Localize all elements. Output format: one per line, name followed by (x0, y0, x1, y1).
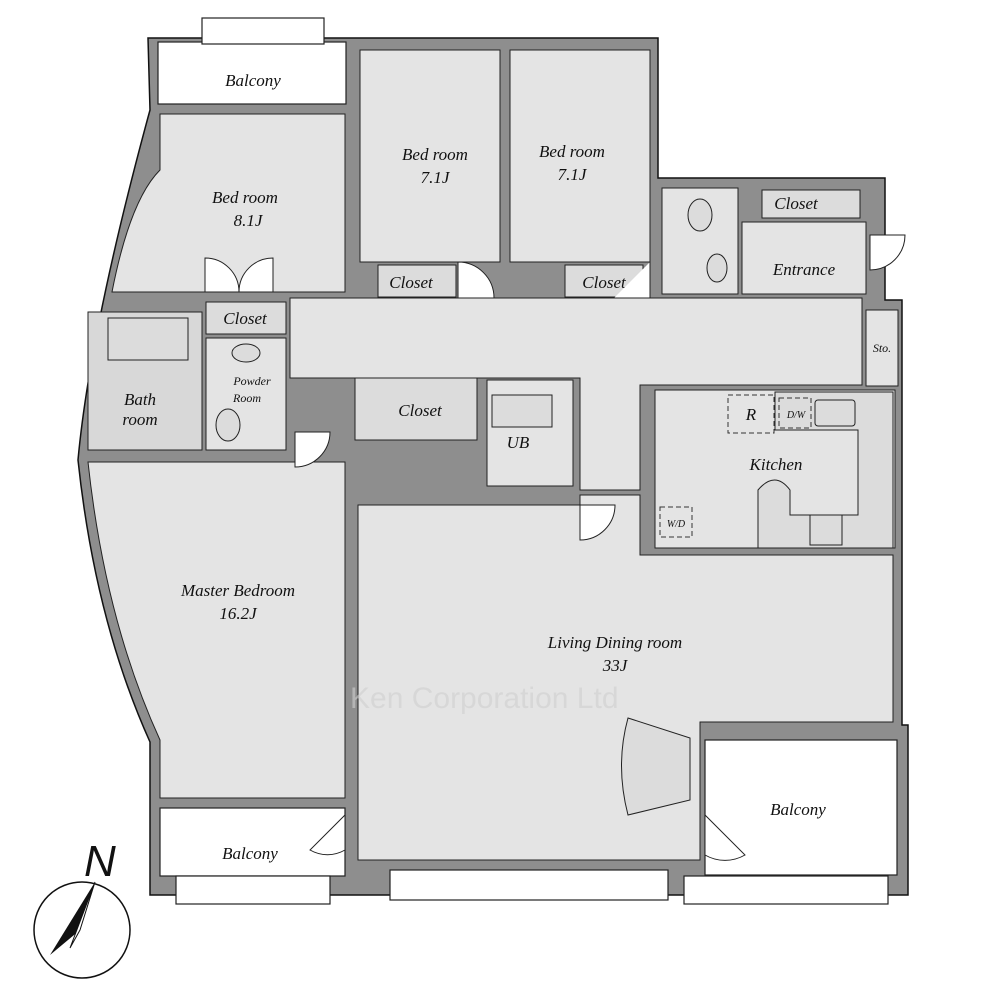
powder-toilet (215, 408, 241, 442)
closet-entrance (761, 189, 861, 219)
door-bedroom-c[interactable] (614, 262, 651, 299)
closet-mid-label: Closet (398, 401, 443, 420)
door-living[interactable] (579, 504, 616, 541)
bedroom-a-size: 8.1J (234, 211, 264, 230)
north-arrow-icon (50, 882, 95, 955)
fireplace (621, 717, 691, 816)
ub-tub (491, 394, 553, 428)
door-bedroom-b[interactable] (457, 261, 495, 299)
entrance-label: Entrance (772, 260, 836, 279)
entrance (741, 221, 867, 295)
bathtub (107, 317, 189, 361)
storage-label: Sto. (873, 341, 891, 355)
washer-dryer-label: W/D (667, 519, 686, 530)
closet-b-label: Closet (389, 273, 434, 292)
compass-north-label: N (84, 837, 116, 886)
master-bedroom-name: Master Bedroom (180, 581, 295, 600)
living-dining-room (357, 494, 894, 861)
closet-b (377, 264, 457, 298)
door-balcony-left[interactable] (309, 813, 346, 856)
living-dining-size: 33J (602, 656, 629, 675)
closet-a-label: Closet (223, 309, 268, 328)
stove (809, 514, 843, 546)
dishwasher-label: D/W (786, 410, 807, 421)
unit-bath-label: UB (507, 433, 530, 452)
balcony-bottom-right-label: Balcony (770, 800, 826, 819)
master-bedroom (87, 461, 346, 799)
bathroom-label-2: room (122, 410, 157, 429)
compass: N (33, 837, 131, 979)
closet-mid (354, 377, 478, 441)
kitchen-label: Kitchen (749, 455, 803, 474)
balcony-top-label: Balcony (225, 71, 281, 90)
balcony-top (157, 41, 347, 105)
living-window-railing (389, 869, 669, 901)
closet-entrance-label: Closet (774, 194, 819, 213)
washer-dryer (659, 506, 693, 538)
living-dining-name: Living Dining room (547, 633, 682, 652)
storage (865, 309, 899, 387)
watermark: Ken Corporation Ltd (350, 682, 619, 715)
door-entrance[interactable] (869, 234, 906, 271)
door-bedroom-a-2[interactable] (238, 257, 274, 293)
door-master[interactable] (294, 431, 331, 468)
bedroom-8-1j (111, 113, 346, 293)
bedroom-7-1j-right (509, 49, 651, 263)
master-bedroom-size: 16.2J (219, 604, 258, 623)
balcony-bottom-left-railing (175, 875, 331, 905)
kitchen-counter (757, 391, 894, 549)
bathroom-label-1: Bath (124, 390, 156, 409)
bedroom-c-name: Bed room (539, 142, 605, 161)
basin (231, 343, 261, 363)
balcony-railing (201, 17, 325, 45)
toilet-fixture (687, 198, 713, 232)
bedroom-c-size: 7.1J (558, 165, 588, 184)
kitchen-sink (814, 399, 856, 427)
dishwasher (778, 397, 812, 429)
bedroom-b-size: 7.1J (421, 168, 451, 187)
sink-fixture (706, 253, 728, 283)
door-balcony-right[interactable] (704, 813, 746, 861)
bedroom-a-name: Bed room (212, 188, 278, 207)
compass-circle (33, 881, 131, 979)
refrigerator-label: R (745, 405, 757, 424)
balcony-bottom-right-railing (683, 875, 889, 905)
balcony-bottom-left-label: Balcony (222, 844, 278, 863)
bedroom-7-1j-left (359, 49, 501, 263)
balcony-bottom-left (159, 807, 346, 877)
powder-room-label-1: Powder (232, 374, 271, 388)
refrigerator (727, 394, 775, 434)
north-arrow-half-icon (69, 881, 96, 949)
powder-room-label-2: Room (232, 391, 261, 405)
bedroom-b-name: Bed room (402, 145, 468, 164)
closet-a (205, 301, 287, 335)
closet-c-label: Closet (582, 273, 627, 292)
